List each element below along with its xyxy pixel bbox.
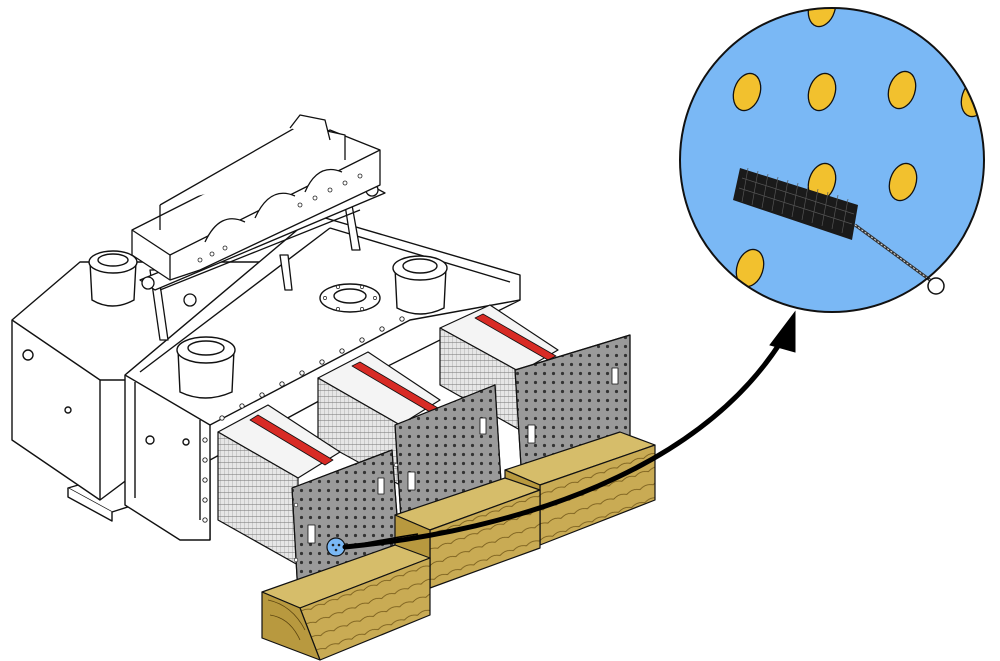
curved-arrow-icon [342,337,785,550]
inspection-port [319,283,381,313]
nozzle-right [392,255,448,315]
nozzle-left-front [176,336,236,399]
callout-arrow [342,310,796,550]
saddle-bolt-holes [197,173,363,263]
bearing-saddle [131,114,386,341]
nozzle-left-rear [88,250,138,307]
tube-cleaning-brush-icon [733,167,945,295]
wood-block-front [261,544,431,661]
zoom-detail-view [679,7,985,313]
detail-marker [326,537,346,557]
pipe-nozzles [88,250,448,399]
